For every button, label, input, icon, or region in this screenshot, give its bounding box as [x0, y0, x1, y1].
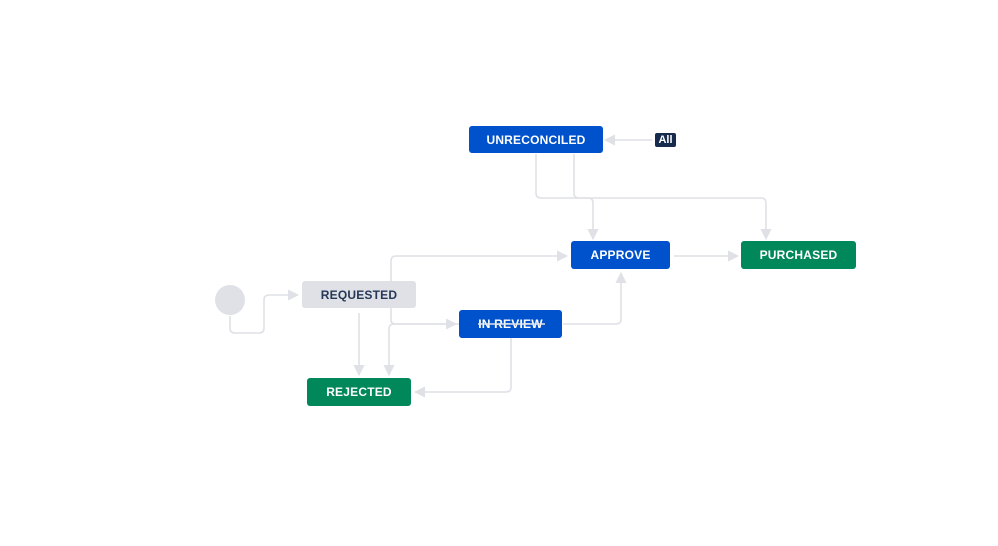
transition-unreconciled-to-purchased — [535, 154, 772, 241]
status-purchased[interactable]: PURCHASED — [741, 241, 856, 269]
status-in-review[interactable]: IN REVIEW — [459, 310, 562, 338]
status-approve-label: APPROVE — [590, 248, 651, 262]
status-approve[interactable]: APPROVE — [571, 241, 670, 269]
transition-requested-to-in-review — [390, 308, 458, 330]
status-unreconciled[interactable]: UNRECONCILED — [469, 126, 603, 153]
status-in-review-label: IN REVIEW — [478, 317, 543, 331]
transition-unreconciled-to-approve — [573, 154, 599, 241]
status-requested-label: REQUESTED — [320, 287, 398, 302]
status-purchased-label: PURCHASED — [759, 248, 838, 262]
transition-in-review-to-approve — [563, 271, 627, 325]
status-rejected-label: REJECTED — [326, 385, 392, 399]
status-requested[interactable]: REQUESTED — [302, 281, 416, 308]
transition-requested-to-approve — [390, 250, 569, 282]
transition-in-review-to-rejected — [413, 338, 512, 398]
global-transition-all-badge[interactable]: All — [655, 133, 676, 147]
status-rejected[interactable]: REJECTED — [307, 378, 411, 406]
status-unreconciled-label: UNRECONCILED — [486, 132, 586, 147]
workflow-start-node[interactable] — [215, 285, 245, 315]
all-badge-label: All — [658, 134, 673, 146]
